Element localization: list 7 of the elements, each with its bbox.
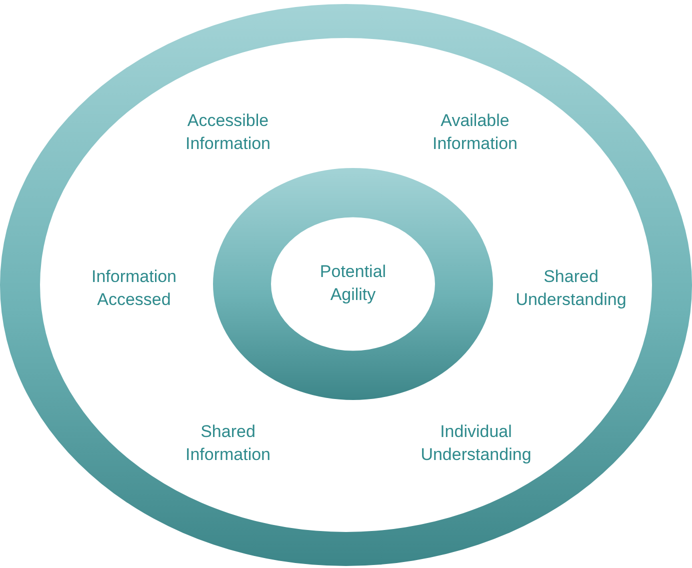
ring-label: Shared Information xyxy=(184,421,272,466)
ring-label: Available Information xyxy=(431,110,519,155)
ring-label: Information Accessed xyxy=(90,266,178,311)
ring-label: Individual Understanding xyxy=(420,421,532,466)
center-text: Potential Agility xyxy=(318,261,388,306)
ring-label: Shared Understanding xyxy=(514,266,628,311)
ring-label: Accessible Information xyxy=(184,110,272,155)
